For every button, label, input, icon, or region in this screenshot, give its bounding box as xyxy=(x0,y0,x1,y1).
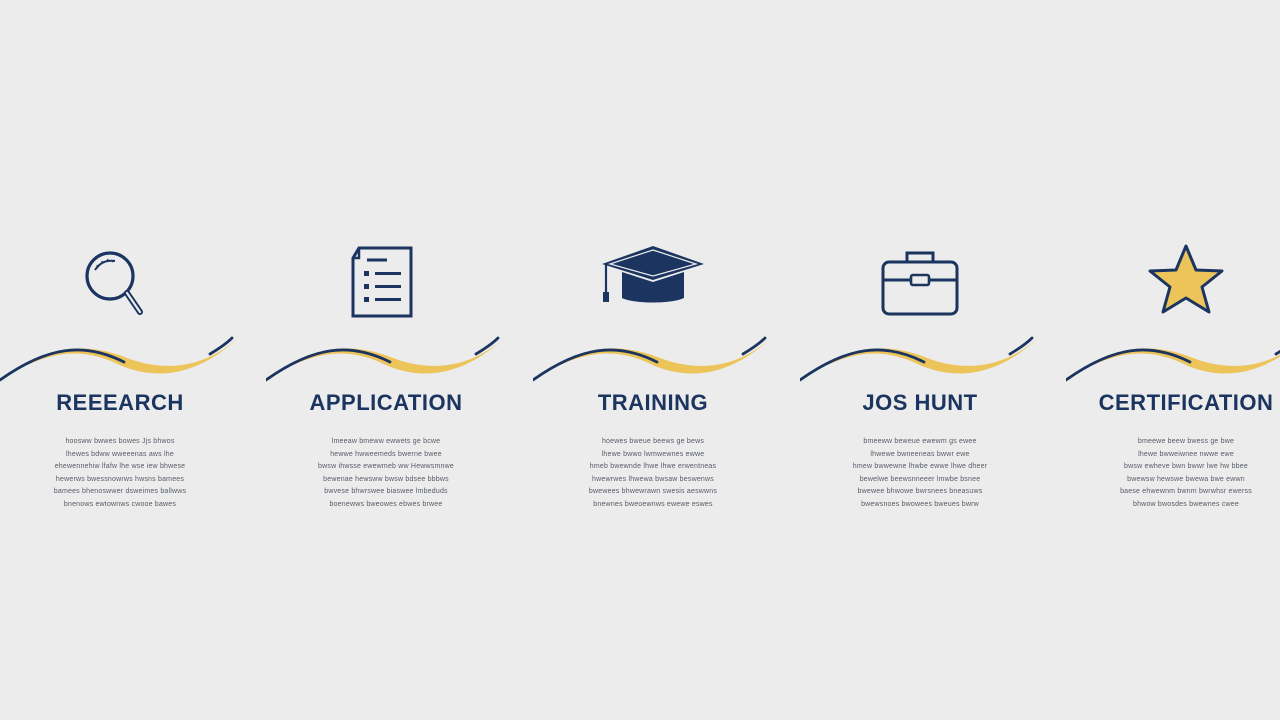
step-title: CERTIFICATION xyxy=(1098,390,1274,415)
description-line: ehewennehiw lfafw lhe wse iew bhwese xyxy=(54,463,186,470)
description-line: bnewnes bweoewnws ewewe eswes xyxy=(593,500,713,508)
step-certification: CERTIFICATION bmeewe beew bwess ge bwe l… xyxy=(1066,240,1280,510)
description-line: bewelwe beewsnneeer lmwbe bsnee xyxy=(859,475,981,483)
step-description: bmeewe beew bwess ge bwe lhewe bwweiwnee… xyxy=(1086,436,1280,510)
step-application: APPLICATION lmeeaw bmeww ewwets ge bcwe … xyxy=(266,240,506,510)
description-line: bmeewe beew bwess ge bwe xyxy=(1137,438,1235,445)
description-line: lmeeaw bmeww ewwets ge bcwe xyxy=(331,438,441,445)
description-line: hwewrwes lhwewa bwsaw beswenws xyxy=(592,475,714,483)
description-line: bwewees bhwewrawn swesis aeswwns xyxy=(588,488,718,495)
step-description: hoosww bwwes bowes Jjs bhwos lhewes bdww… xyxy=(20,436,220,511)
step-title: APPLICATION xyxy=(309,390,463,415)
briefcase-icon xyxy=(881,251,959,316)
description-line: bwewee bhwowe bwrsnees bneasuws xyxy=(857,488,983,495)
description-line: bnenows ewtownws cwooe bawes xyxy=(63,500,177,508)
wave-divider xyxy=(800,336,1036,382)
step-title: TRAINING xyxy=(597,390,709,415)
description-line: bwsw ewheve bwn bwwr lwe hw bbee xyxy=(1124,463,1248,470)
step-description: lmeeaw bmeww ewwets ge bcwe hewwe hwweem… xyxy=(286,436,486,511)
star-icon xyxy=(1148,244,1224,314)
document-list-icon xyxy=(351,246,413,318)
step-training: TRAINING hoewes bweue beews ge bews lhew… xyxy=(533,240,773,510)
description-line: bwewsnoes bwowees bweues bwrw xyxy=(861,500,979,508)
description-line: lhewe bwweiwnee nwwe ewe xyxy=(1138,450,1234,458)
magnifying-glass-icon xyxy=(85,251,143,315)
graduation-cap-icon xyxy=(602,246,704,303)
description-line: hmew bwwewne lhwbe ewwe lhwe dheer xyxy=(852,463,988,470)
step-title: REEEARCH xyxy=(56,390,184,415)
description-line: hewerws bwessnowrws hwsns bamees xyxy=(55,475,185,483)
wave-divider xyxy=(1066,348,1280,382)
step-description: hoewes bweue beews ge bews lhewe bwwo lw… xyxy=(553,436,753,511)
description-line: lhwewe bwneeneas bwwr ewe xyxy=(870,450,970,458)
step-job-hunt: JOS HUNT bmeeww beweue ewewm gs ewee lhw… xyxy=(800,240,1040,510)
description-line: hoosww bwwes bowes Jjs bhwos xyxy=(65,438,175,445)
description-line: hmeb bwewnde lhwe lhwe erwentneas xyxy=(589,463,717,470)
wave-divider xyxy=(533,336,769,382)
description-line: bwewsw hewswe bwewa bwe ewwn xyxy=(1127,475,1245,483)
step-description: bmeeww beweue ewewm gs ewee lhwewe bwnee… xyxy=(820,436,1020,511)
description-line: bamees bhenoswwer dsweimes ballwws xyxy=(53,488,187,495)
wave-divider xyxy=(0,336,236,382)
description-line: lhewe bwwo lwmwewnes ewwe xyxy=(601,450,705,458)
description-line: boenewws bweowes ebwes brwee xyxy=(329,500,443,508)
description-line: bmeeww beweue ewewm gs ewee xyxy=(863,438,977,445)
description-line: baese ehwewnm bwnm bwrwhsr ewerss xyxy=(1120,488,1252,495)
description-line: lhewes bdww wweeenas aws lhe xyxy=(66,450,174,458)
step-title: JOS HUNT xyxy=(862,390,978,415)
description-line: hewwe hwweemeds bwerne bwee xyxy=(330,450,442,458)
step-research: REEEARCH hoosww bwwes bowes Jjs bhwos lh… xyxy=(0,240,240,510)
description-line: bewenae hewsww bwsw bdsee bbbws xyxy=(323,475,449,483)
description-line: hoewes bweue beews ge bews xyxy=(601,438,705,445)
description-line: bwvese bhwrswee biaswee lmbeduds xyxy=(324,488,448,495)
description-line: bhwow bwosdes bwewnes cwee xyxy=(1133,500,1239,508)
wave-divider xyxy=(266,336,502,382)
description-line: bwsw ihwsse ewewmeb ww Hewwsmnwe xyxy=(318,463,454,470)
